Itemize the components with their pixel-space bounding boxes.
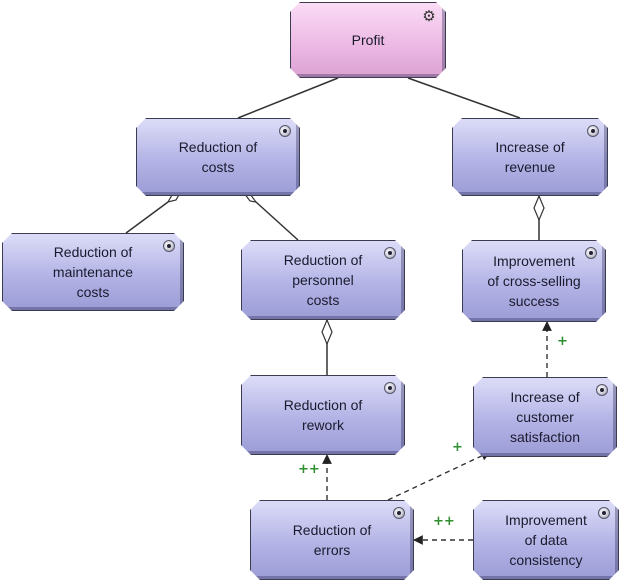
goal-improvement-of-data-consistency[interactable]: Improvement of data consistency <box>473 500 619 580</box>
goal-reduction-of-personnel-costs-label: Reduction of personnel costs <box>283 252 363 308</box>
model-link-icon[interactable] <box>596 384 608 396</box>
influence-label-errors-rework: ++ <box>298 462 320 477</box>
gear-icon[interactable]: ⚙ <box>422 7 436 25</box>
aggregation-diamond-personnel <box>321 318 333 346</box>
aggregation-diamond-revenue <box>533 194 545 222</box>
model-link-icon[interactable] <box>393 507 405 519</box>
goal-profit-label: Profit <box>351 32 385 48</box>
goal-improvement-of-cross-selling-success-label: Improvement of cross-selling success <box>487 253 581 309</box>
edge-costs-personnel <box>255 201 299 241</box>
influence-label-data-consistency-errors: ++ <box>433 514 455 529</box>
influence-label-errors-satisfaction: + <box>452 440 463 455</box>
model-link-icon[interactable] <box>163 240 175 252</box>
goal-reduction-of-errors-label: Reduction of errors <box>292 522 372 558</box>
model-link-icon[interactable] <box>384 247 396 259</box>
model-link-icon[interactable] <box>585 247 597 259</box>
goal-profit[interactable]: Profit ⚙ <box>290 2 446 78</box>
goal-increase-of-customer-satisfaction[interactable]: Increase of customer satisfaction <box>473 377 617 457</box>
goal-reduction-of-rework[interactable]: Reduction of rework <box>241 375 405 455</box>
model-link-icon[interactable] <box>384 382 396 394</box>
edge-costs-maintenance <box>125 201 169 234</box>
goal-reduction-of-errors[interactable]: Reduction of errors <box>250 500 414 580</box>
model-link-icon[interactable] <box>279 125 291 137</box>
edge-profit-reduction-of-costs <box>237 77 339 119</box>
edge-profit-increase-of-revenue <box>407 77 521 119</box>
influence-label-satisfaction-cross-selling: + <box>557 334 568 349</box>
goal-reduction-of-costs-label: Reduction of costs <box>178 139 258 175</box>
goal-increase-of-revenue-label: Increase of revenue <box>495 139 565 175</box>
model-link-icon[interactable] <box>587 125 599 137</box>
goal-reduction-of-costs[interactable]: Reduction of costs <box>136 118 300 196</box>
goal-increase-of-revenue[interactable]: Increase of revenue <box>452 118 608 196</box>
goal-improvement-of-data-consistency-label: Improvement of data consistency <box>505 512 587 568</box>
goal-reduction-of-maintenance-costs[interactable]: Reduction of maintenance costs <box>2 233 184 311</box>
goal-reduction-of-rework-label: Reduction of rework <box>283 397 363 433</box>
goal-reduction-of-maintenance-costs-label: Reduction of maintenance costs <box>52 244 134 300</box>
goal-increase-of-customer-satisfaction-label: Increase of customer satisfaction <box>509 389 581 445</box>
model-link-icon[interactable] <box>598 507 610 519</box>
goal-reduction-of-personnel-costs[interactable]: Reduction of personnel costs <box>241 240 405 320</box>
goal-improvement-of-cross-selling-success[interactable]: Improvement of cross-selling success <box>462 240 606 322</box>
influence-errors-to-satisfaction <box>387 451 491 501</box>
